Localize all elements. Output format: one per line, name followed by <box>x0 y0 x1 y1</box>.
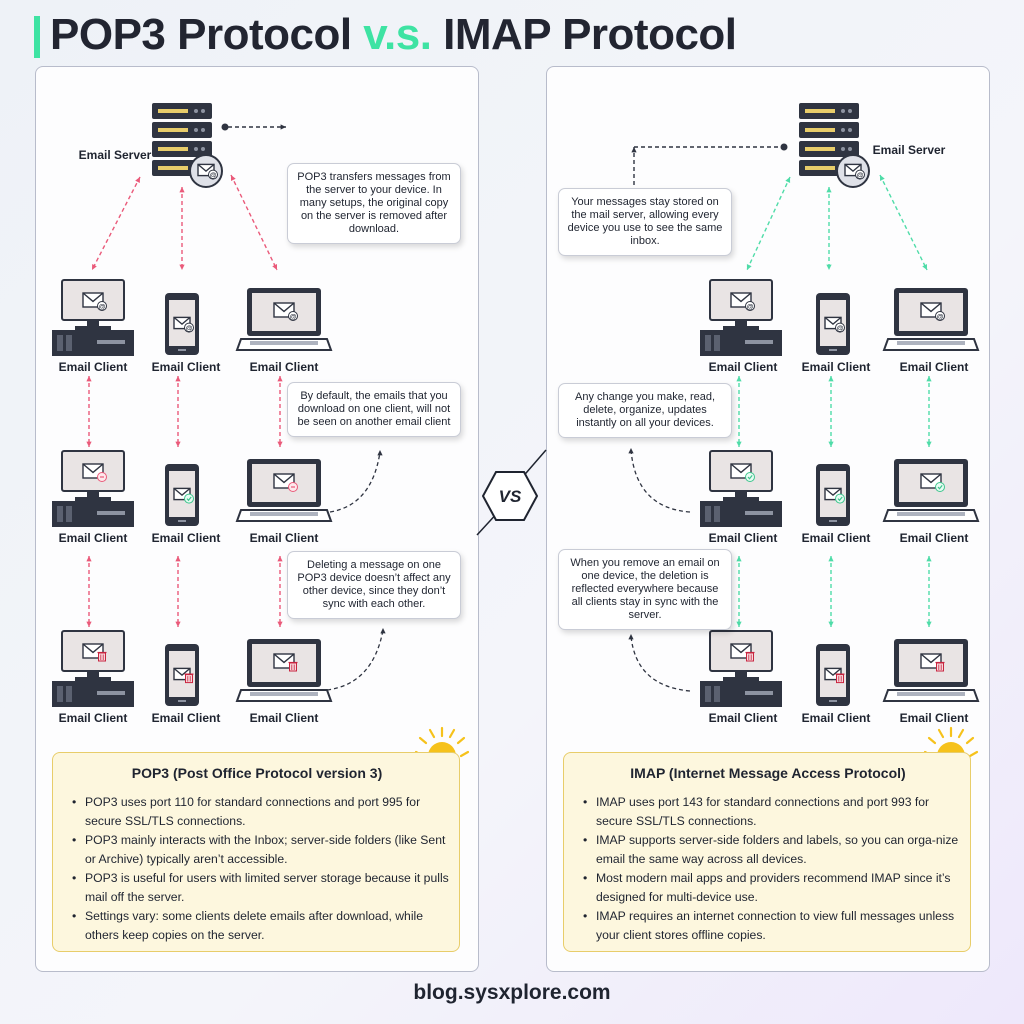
imap-client-label: Email Client <box>801 711 871 725</box>
imap-note-stored: Your messages stay stored on the mail se… <box>558 188 732 256</box>
pop3-client-label: Email Client <box>151 711 221 725</box>
pop3-info-title: POP3 (Post Office Protocol version 3) <box>131 765 383 781</box>
pop3-info-bullet: Settings vary: some clients delete email… <box>69 907 449 945</box>
imap-client-label: Email Client <box>708 531 778 545</box>
imap-info-bullet: IMAP uses port 143 for standard connecti… <box>580 793 960 831</box>
imap-info-bullet: IMAP supports server-side folders and la… <box>580 831 960 869</box>
pop3-info-bullet: POP3 mainly interacts with the Inbox; se… <box>69 831 449 869</box>
svg-text:VS: VS <box>499 487 522 506</box>
pop3-client-label: Email Client <box>249 360 319 374</box>
pop3-client-label: Email Client <box>58 360 128 374</box>
imap-client-label: Email Client <box>899 531 969 545</box>
imap-client-label: Email Client <box>899 360 969 374</box>
imap-note-delete: When you remove an email on one device, … <box>558 549 732 630</box>
footer-url: blog.sysxplore.com <box>413 981 611 1004</box>
pop3-note-transfer: POP3 transfers messages from the server … <box>287 163 461 244</box>
imap-info-bullet: Most modern mail apps and providers reco… <box>580 869 960 907</box>
pop3-client-label: Email Client <box>249 531 319 545</box>
imap-client-label: Email Client <box>708 360 778 374</box>
pop3-client-label: Email Client <box>58 711 128 725</box>
pop3-client-label: Email Client <box>249 711 319 725</box>
imap-info-box: IMAP (Internet Message Access Protocol) … <box>563 752 971 952</box>
pop3-note-delete: Deleting a message on one POP3 device do… <box>287 551 461 619</box>
imap-server-label: Email Server <box>872 143 946 157</box>
imap-info-title: IMAP (Internet Message Access Protocol) <box>630 765 906 781</box>
vs-badge: VS <box>482 471 538 521</box>
imap-client-label: Email Client <box>899 711 969 725</box>
imap-client-label: Email Client <box>801 531 871 545</box>
imap-client-label: Email Client <box>801 360 871 374</box>
page-title: POP3 Protocol v.s. IMAP Protocol <box>50 10 737 59</box>
pop3-client-label: Email Client <box>58 531 128 545</box>
pop3-info-bullet: POP3 is useful for users with limited se… <box>69 869 449 907</box>
pop3-info-bullet: POP3 uses port 110 for standard connecti… <box>69 793 449 831</box>
pop3-client-label: Email Client <box>151 531 221 545</box>
pop3-server-label: Email Server <box>78 148 152 162</box>
pop3-info-box: POP3 (Post Office Protocol version 3) PO… <box>52 752 460 952</box>
imap-client-label: Email Client <box>708 711 778 725</box>
pop3-note-no-sync: By default, the emails that you download… <box>287 382 461 437</box>
imap-info-bullet: IMAP requires an internet connection to … <box>580 907 960 945</box>
title-accent-bar <box>34 16 40 58</box>
imap-note-sync: Any change you make, read, delete, organ… <box>558 383 732 438</box>
pop3-client-label: Email Client <box>151 360 221 374</box>
